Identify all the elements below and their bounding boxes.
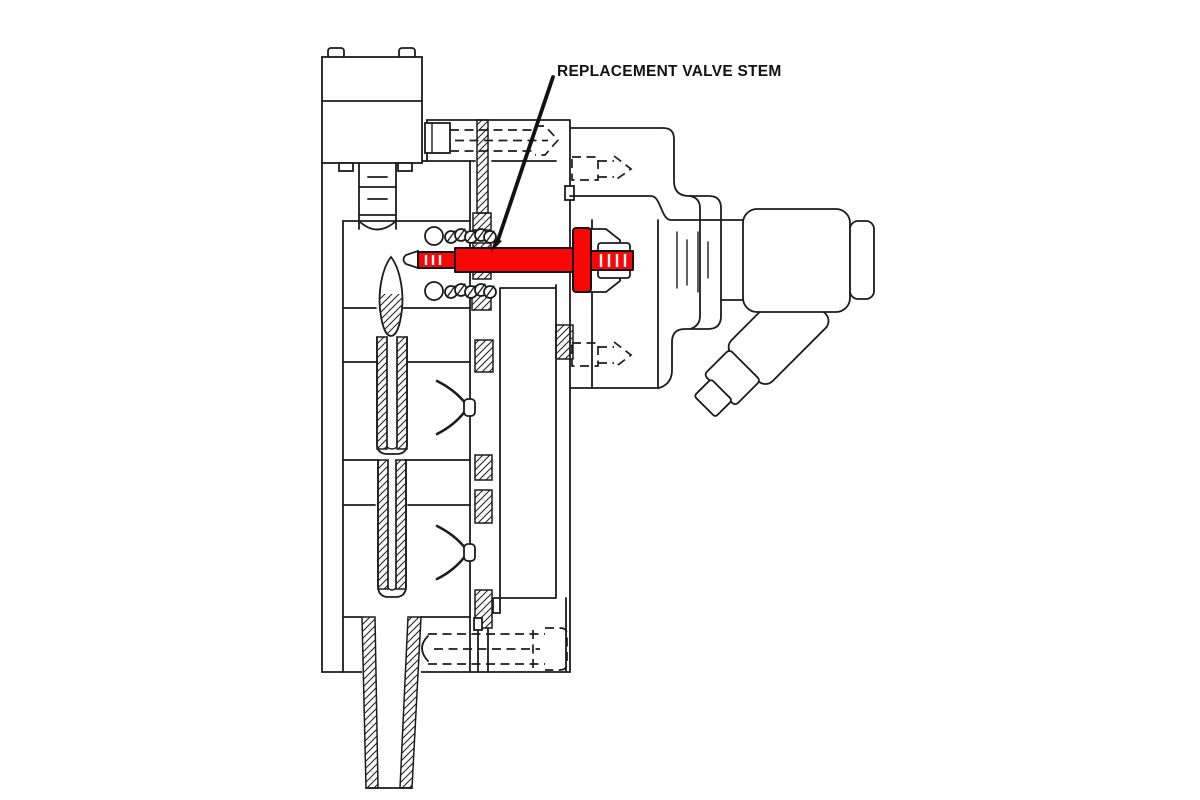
return-spring-upper	[424, 226, 497, 246]
solenoid-end-cap	[849, 220, 875, 300]
leader-arrow-tip	[491, 238, 502, 252]
replacement-valve-stem	[402, 227, 634, 293]
coil-shading-lines	[676, 231, 709, 293]
retainer-clip	[564, 185, 575, 201]
inner-plate	[492, 284, 557, 614]
hidden-bolt-top	[424, 122, 560, 156]
stem-grooved-section	[417, 251, 457, 269]
chamber-lines	[342, 220, 471, 618]
stem-groove-marks	[424, 255, 442, 265]
solenoid-coil	[742, 208, 851, 313]
stem-shaft	[454, 247, 575, 273]
pilot-foot	[338, 162, 354, 172]
pilot-neck	[358, 162, 397, 231]
leader-line	[495, 75, 555, 245]
collar-edge	[689, 195, 701, 330]
chevron-seal-upper	[435, 379, 476, 436]
retainer-clip	[473, 617, 483, 631]
poppet-and-guides	[361, 255, 422, 789]
stem-flange	[572, 227, 592, 293]
stem-thread-marks	[599, 254, 627, 267]
mounting-bracket	[569, 127, 722, 389]
guide-sleeve-lower	[377, 459, 407, 598]
pilot-box	[321, 56, 423, 164]
hidden-bolt-right-upper	[571, 155, 633, 182]
section-hatching	[471, 119, 575, 631]
pilot-operator	[321, 47, 423, 231]
hidden-bolt-bottom	[421, 627, 568, 671]
pilot-foot	[397, 162, 413, 172]
return-spring-lower	[424, 281, 497, 301]
solenoid-assembly	[569, 127, 875, 417]
hidden-bolt-right-lower	[571, 341, 633, 369]
stem-threaded-end	[590, 250, 634, 271]
stem-tip	[402, 249, 419, 270]
bracket-inner-step	[569, 195, 744, 221]
callout: REPLACEMENT VALVE STEM	[491, 63, 782, 252]
drain-tube	[361, 616, 422, 789]
callout-label: REPLACEMENT VALVE STEM	[557, 63, 782, 80]
valve-body	[321, 119, 571, 673]
chevron-seal-lower	[435, 524, 476, 581]
guide-sleeve-upper	[376, 336, 408, 455]
top-plate	[426, 119, 571, 673]
